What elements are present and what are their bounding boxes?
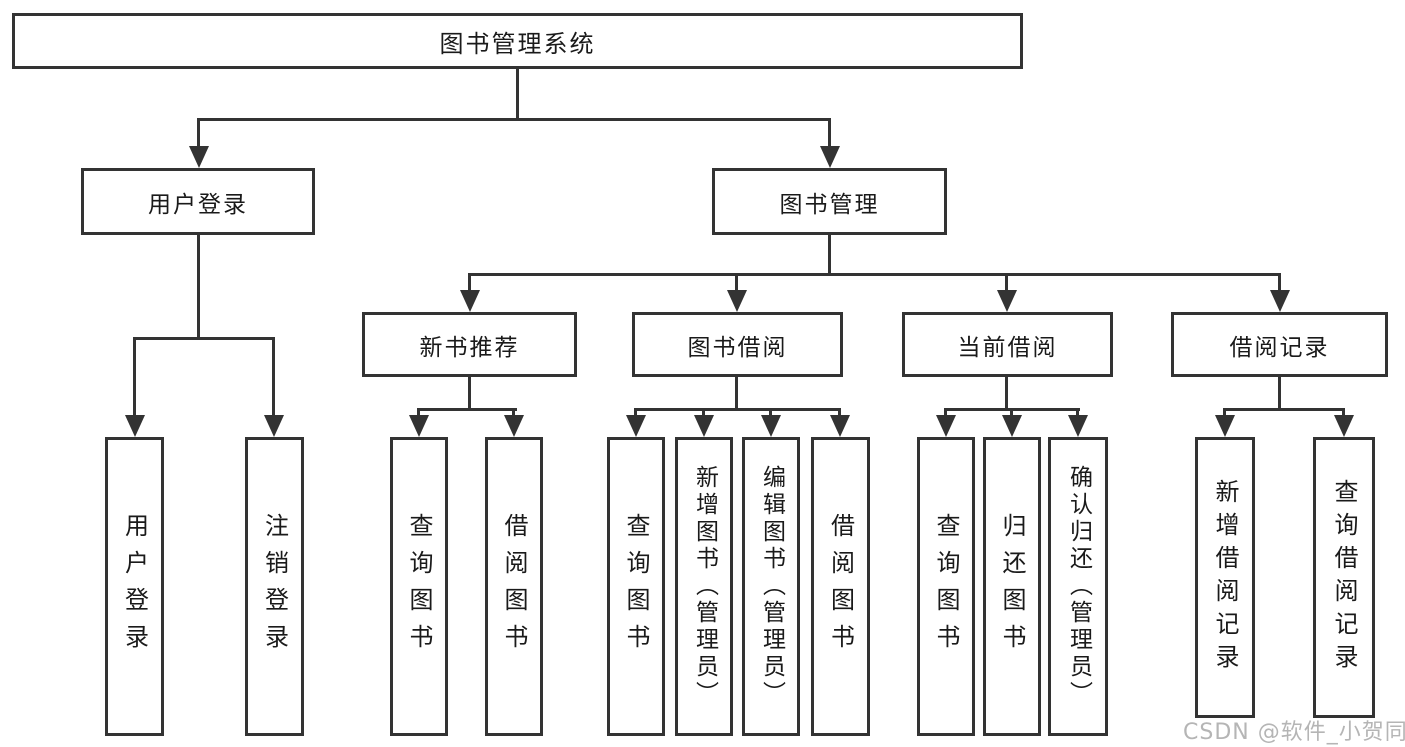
watermark: CSDN @软件_小贺同学: [1183, 720, 1405, 745]
connector-stem-user: [197, 233, 200, 340]
leaf-borrow-books: 借阅图书: [485, 437, 543, 736]
connector-drop-leaf: [512, 408, 515, 420]
connector-stem: [468, 375, 471, 411]
node-book-management: 图书管理: [712, 168, 947, 235]
connector-drop-leaf: [1076, 408, 1079, 420]
arrow-down-icon: [125, 415, 145, 437]
connector-rail: [417, 408, 517, 411]
connector-rail: [1223, 408, 1345, 411]
connector-drop-books: [828, 118, 831, 152]
connector-rail-user: [133, 337, 275, 340]
connector-stem: [1278, 375, 1281, 411]
arrow-down-icon: [264, 415, 284, 437]
node-borrowing-records: 借阅记录: [1171, 312, 1388, 377]
leaf-edit-books-admin: 编辑图书（管理员）: [742, 437, 800, 736]
connector-drop-leaf: [1223, 408, 1226, 420]
arrow-down-icon: [409, 415, 429, 437]
connector-drop-leaf: [1342, 408, 1345, 420]
node-root: 图书管理系统: [12, 13, 1023, 69]
arrow-down-icon: [997, 290, 1017, 312]
leaf-return-books: 归还图书: [983, 437, 1041, 736]
connector-drop-leaf: [769, 408, 772, 420]
arrow-down-icon: [1215, 415, 1235, 437]
arrow-down-icon: [504, 415, 524, 437]
node-current-borrowing: 当前借阅: [902, 312, 1113, 377]
leaf-query-books: 查询图书: [917, 437, 975, 736]
arrow-down-icon: [1002, 415, 1022, 437]
connector-stem: [735, 375, 738, 411]
connector-drop-leaf: [1010, 408, 1013, 420]
arrow-down-icon: [694, 415, 714, 437]
connector-drop-user: [197, 118, 200, 152]
connector-stem-books: [828, 233, 831, 275]
arrow-down-icon: [189, 146, 209, 168]
arrow-down-icon: [1270, 290, 1290, 312]
connector-rail-level3: [468, 273, 1281, 276]
arrow-down-icon: [1334, 415, 1354, 437]
leaf-borrow-books: 借阅图书: [811, 437, 870, 736]
leaf-add-borrow-record: 新增借阅记录: [1195, 437, 1255, 718]
leaf-logout: 注销登录: [245, 437, 304, 736]
connector-drop-leaf: [634, 408, 637, 420]
connector-drop-leaf: [944, 408, 947, 420]
connector-drop-leaf: [133, 337, 136, 417]
node-new-book-recommendation: 新书推荐: [362, 312, 577, 377]
arrow-down-icon: [460, 290, 480, 312]
connector-drop-leaf: [702, 408, 705, 420]
connector-drop-leaf: [272, 337, 275, 417]
connector-drop-leaf: [838, 408, 841, 420]
connector-drop-level3: [468, 273, 471, 293]
arrow-down-icon: [727, 290, 747, 312]
connector-drop-level3: [735, 273, 738, 293]
arrow-down-icon: [820, 146, 840, 168]
connector-drop-level3: [1278, 273, 1281, 293]
connector-drop-leaf: [417, 408, 420, 420]
arrow-down-icon: [761, 415, 781, 437]
leaf-query-books: 查询图书: [390, 437, 448, 736]
connector-rail-level2: [197, 118, 831, 121]
arrow-down-icon: [830, 415, 850, 437]
leaf-query-borrow-record: 查询借阅记录: [1313, 437, 1375, 718]
leaf-user-login: 用户登录: [105, 437, 164, 736]
connector-drop-level3: [1005, 273, 1008, 293]
arrow-down-icon: [1068, 415, 1088, 437]
arrow-down-icon: [626, 415, 646, 437]
leaf-confirm-return-admin: 确认归还（管理员）: [1048, 437, 1108, 736]
node-user-login: 用户登录: [81, 168, 315, 235]
leaf-query-books: 查询图书: [607, 437, 665, 736]
leaf-add-books-admin: 新增图书（管理员）: [675, 437, 733, 736]
arrow-down-icon: [936, 415, 956, 437]
connector-stem-root: [516, 67, 519, 120]
node-book-borrowing: 图书借阅: [632, 312, 843, 377]
connector-rail: [634, 408, 841, 411]
connector-stem: [1005, 375, 1008, 411]
